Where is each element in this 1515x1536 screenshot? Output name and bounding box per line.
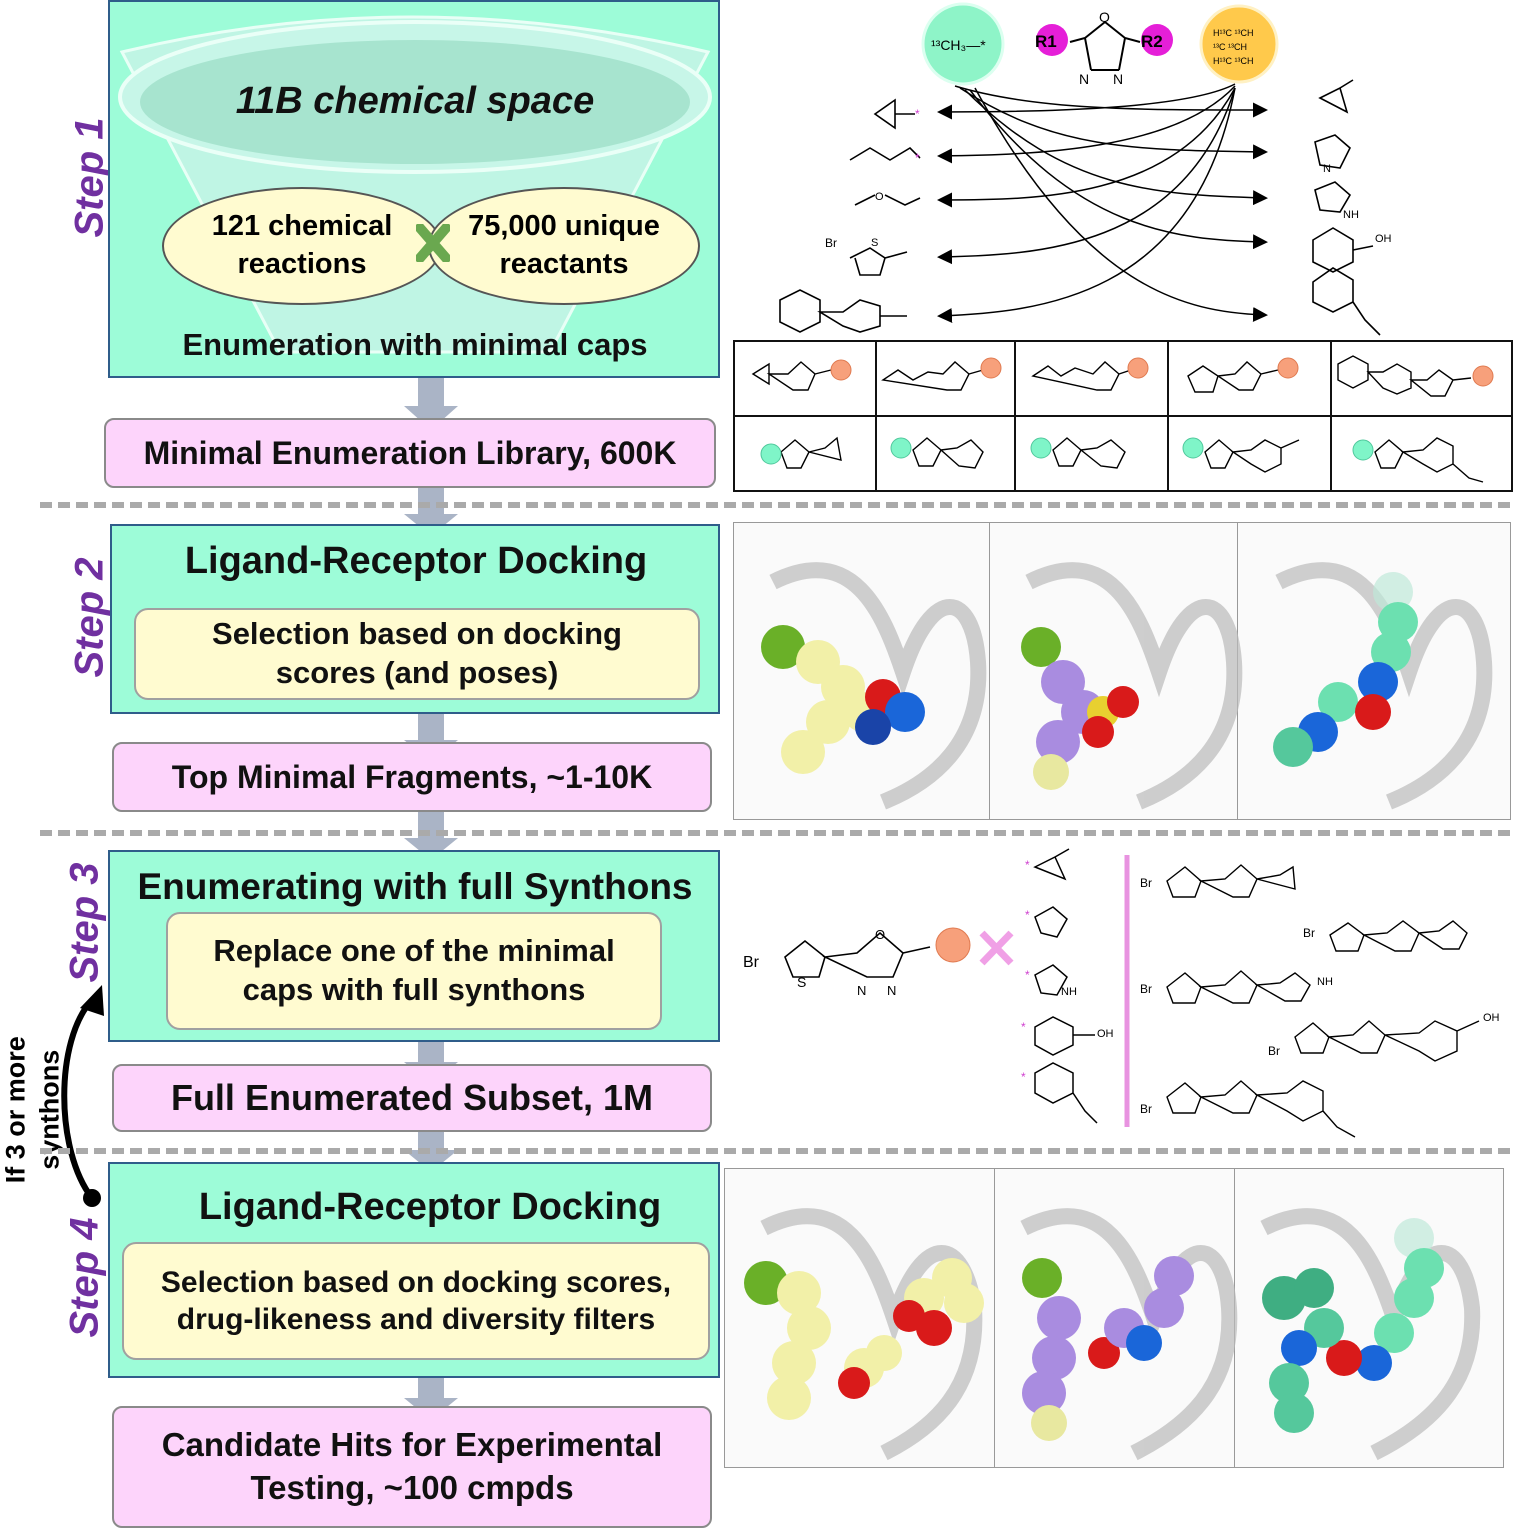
docking-images-step4 bbox=[744, 1208, 1481, 1461]
svg-text:H¹³C ¹³CH: H¹³C ¹³CH bbox=[1213, 56, 1254, 66]
step3-title: Enumerating with full Synthons bbox=[137, 866, 693, 907]
svg-text:OH: OH bbox=[1097, 1028, 1114, 1040]
divider-3 bbox=[40, 1148, 1510, 1154]
svg-text:NH: NH bbox=[1061, 986, 1077, 998]
loop-label: If 3 or more synthons bbox=[0, 1036, 64, 1184]
step4-title: Ligand-Receptor Docking bbox=[198, 1186, 662, 1228]
step2-selection-text: Selection based on docking scores (and p… bbox=[212, 616, 622, 690]
svg-text:OH: OH bbox=[1375, 233, 1392, 245]
chemical-space-title: 11B chemical space bbox=[235, 80, 595, 122]
svg-text:O: O bbox=[875, 191, 884, 203]
svg-text:N: N bbox=[1113, 71, 1123, 87]
methyl-cap-ball bbox=[921, 2, 1005, 86]
svg-text:S: S bbox=[871, 237, 878, 249]
step3-replace-text: Replace one of the minimal caps with ful… bbox=[213, 933, 615, 1007]
step4-box: Ligand-Receptor Docking Selection based … bbox=[108, 1162, 720, 1378]
svg-text:*: * bbox=[915, 151, 920, 165]
reaction-scheme: ¹³CH₃—* R1 R2 O N N H¹³C ¹³CH ¹³C ¹³CH H… bbox=[779, 2, 1392, 336]
multiply-icon bbox=[416, 224, 450, 262]
svg-text:*: * bbox=[1021, 1070, 1026, 1084]
benzene-cap-ball bbox=[1199, 4, 1279, 84]
candidate-hits-box: Candidate Hits for Experimental Testing,… bbox=[112, 1406, 712, 1528]
svg-text:Br: Br bbox=[1303, 926, 1315, 940]
svg-text:Br: Br bbox=[1140, 1102, 1152, 1116]
top-fragments-box: Top Minimal Fragments, ~1-10K bbox=[112, 742, 712, 812]
step4-selection-text: Selection based on docking scores, drug-… bbox=[160, 1265, 672, 1337]
minimal-library-box: Minimal Enumeration Library, 600K bbox=[104, 418, 716, 488]
reactants-text: 75,000 unique reactants bbox=[468, 210, 660, 280]
svg-text:OH: OH bbox=[1483, 1012, 1500, 1024]
svg-text:*: * bbox=[1025, 858, 1030, 872]
svg-text:N: N bbox=[1323, 163, 1331, 175]
svg-text:*: * bbox=[1021, 1020, 1026, 1034]
step1-box: 11B chemical space 121 chemical reaction… bbox=[108, 0, 720, 378]
full-subset-box: Full Enumerated Subset, 1M bbox=[112, 1064, 712, 1132]
svg-text:Br: Br bbox=[1140, 876, 1152, 890]
svg-text:O: O bbox=[875, 927, 885, 942]
r2-label: R2 bbox=[1141, 32, 1163, 51]
reactants-ellipse: 75,000 unique reactants bbox=[428, 187, 700, 305]
svg-text:*: * bbox=[1025, 908, 1030, 922]
step2-title: Ligand-Receptor Docking bbox=[184, 540, 648, 582]
svg-text:N: N bbox=[1079, 71, 1089, 87]
svg-text:NH: NH bbox=[1317, 976, 1333, 988]
svg-text:¹³C ¹³CH: ¹³C ¹³CH bbox=[1213, 42, 1247, 52]
svg-text:NH: NH bbox=[1343, 209, 1359, 221]
svg-text:¹³CH₃—*: ¹³CH₃—* bbox=[931, 37, 986, 53]
loop-arrow bbox=[61, 997, 95, 1200]
svg-text:Br: Br bbox=[1140, 982, 1152, 996]
step4-selection-box: Selection based on docking scores, drug-… bbox=[122, 1242, 710, 1360]
step2-box: Ligand-Receptor Docking Selection based … bbox=[110, 524, 720, 714]
svg-text:Br: Br bbox=[743, 954, 760, 971]
reactions-ellipse: 121 chemical reactions bbox=[162, 187, 442, 305]
step3-replace-box: Replace one of the minimal caps with ful… bbox=[166, 912, 662, 1030]
reactions-text: 121 chemical reactions bbox=[211, 210, 393, 280]
svg-text:O: O bbox=[1099, 9, 1110, 25]
svg-text:N: N bbox=[857, 983, 866, 998]
divider-1 bbox=[40, 502, 1510, 508]
enumeration-text: Enumeration with minimal caps bbox=[182, 327, 648, 362]
step3-scheme: Br S O N N * * * * * NH OH Br Br Br Br Br O… bbox=[743, 848, 1500, 1138]
step3-box: Enumerating with full Synthons Replace o… bbox=[108, 850, 720, 1042]
enumeration-grid-lines bbox=[733, 340, 1513, 492]
divider-2 bbox=[40, 830, 1510, 836]
svg-text:*: * bbox=[915, 107, 920, 121]
svg-text:Br: Br bbox=[1268, 1044, 1280, 1058]
svg-text:*: * bbox=[1025, 968, 1030, 982]
svg-text:Br: Br bbox=[825, 236, 837, 250]
docking-images-step2 bbox=[761, 562, 1493, 810]
docking-panel-1 bbox=[733, 522, 991, 820]
step2-selection-box: Selection based on docking scores (and p… bbox=[134, 608, 700, 700]
svg-text:H¹³C ¹³CH: H¹³C ¹³CH bbox=[1213, 28, 1254, 38]
r1-label: R1 bbox=[1035, 32, 1057, 51]
svg-text:S: S bbox=[797, 974, 806, 990]
svg-text:N: N bbox=[887, 983, 896, 998]
